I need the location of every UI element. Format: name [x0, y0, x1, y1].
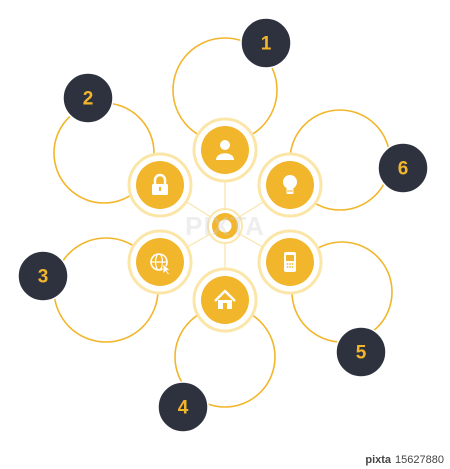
badge-number: 4: [178, 398, 189, 419]
badge-number: 6: [398, 159, 409, 180]
badge-circle: [377, 142, 429, 194]
mobile-phone-icon: [284, 252, 296, 272]
badge-4: 4: [157, 381, 209, 433]
watermark-text: PIXTA: [185, 211, 265, 241]
center-hub: [207, 208, 243, 244]
home-icon: [214, 289, 236, 309]
badge-circle: [17, 250, 69, 302]
icon-nodes: [127, 117, 323, 333]
badge-2: 2: [62, 72, 114, 124]
badge-number: 2: [83, 89, 94, 110]
node-4: [192, 267, 258, 333]
footer-mark: pixta: [365, 454, 392, 466]
badge-circle: [157, 381, 209, 433]
node-1: [192, 117, 258, 183]
node-6: [257, 152, 323, 218]
badge-number: 5: [356, 343, 367, 364]
ring-icon: [207, 208, 243, 244]
lightbulb-icon: [283, 175, 297, 194]
node-5: [257, 229, 323, 295]
footer-id: 15627880: [395, 454, 444, 466]
globe-cursor-icon: [150, 253, 171, 276]
padlock-icon: [152, 173, 168, 195]
node-2: [127, 152, 193, 218]
badge-3: 3: [17, 250, 69, 302]
badge-1: 1: [240, 17, 292, 69]
badge-6: 6: [377, 142, 429, 194]
badge-number: 3: [38, 267, 49, 288]
badge-circle: [240, 17, 292, 69]
user-icon: [216, 140, 234, 160]
node-3: [127, 229, 193, 295]
badge-number: 1: [261, 34, 272, 55]
number-badges: 1 6 5 4 3 2: [17, 17, 429, 433]
badge-circle: [62, 72, 114, 124]
badge-5: 5: [335, 326, 387, 378]
badge-circle: [335, 326, 387, 378]
